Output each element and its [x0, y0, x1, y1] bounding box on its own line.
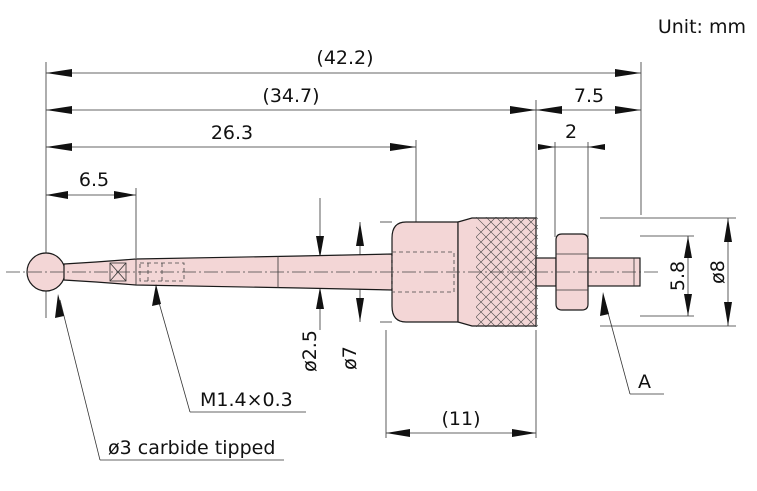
dim-shank-dia-label: ø2.5 — [299, 330, 321, 372]
callout-tip-label: ø3 carbide tipped — [108, 437, 275, 459]
dim-shank-dia: ø2.5 — [299, 198, 324, 372]
dim-flange-width-label: 2 — [565, 121, 577, 143]
callout-detail-a-label: A — [638, 371, 651, 393]
dim-thread-dia-label: 5.8 — [667, 261, 689, 291]
dim-ball-to-step: 6.5 — [46, 169, 136, 199]
dim-collar-dia: ø7 — [339, 222, 364, 370]
dim-collar-dia-label: ø7 — [339, 346, 361, 370]
callout-thread: M1.4×0.3 — [152, 284, 306, 413]
dim-ball-to-step-label: 6.5 — [79, 169, 109, 191]
dim-length-to-flange: (34.7) — [46, 85, 536, 114]
dim-body-length-label: (11) — [441, 408, 480, 430]
unit-label: Unit: mm — [658, 16, 746, 38]
extension-lines — [45, 62, 736, 438]
callout-thread-label: M1.4×0.3 — [200, 389, 293, 411]
dim-length-to-flange-label: (34.7) — [262, 85, 319, 107]
dim-thread-length: 7.5 — [536, 85, 641, 114]
hex-nut — [555, 233, 589, 311]
dim-overall-length: (42.2) — [46, 47, 641, 77]
dim-body-length: (11) — [386, 408, 536, 437]
dim-body-dia: ø8 — [707, 218, 732, 326]
dim-thread-length-label: 7.5 — [574, 85, 604, 107]
dim-length-to-body-label: 26.3 — [211, 122, 253, 144]
dim-thread-dia: 5.8 — [667, 236, 692, 316]
dim-flange-width: 2 — [538, 121, 605, 150]
callout-detail-a: A — [600, 292, 664, 395]
callout-tip: ø3 carbide tipped — [55, 294, 284, 461]
dim-overall-length-label: (42.2) — [316, 47, 373, 69]
dim-body-dia-label: ø8 — [707, 260, 729, 284]
dim-length-to-body: 26.3 — [46, 122, 416, 151]
